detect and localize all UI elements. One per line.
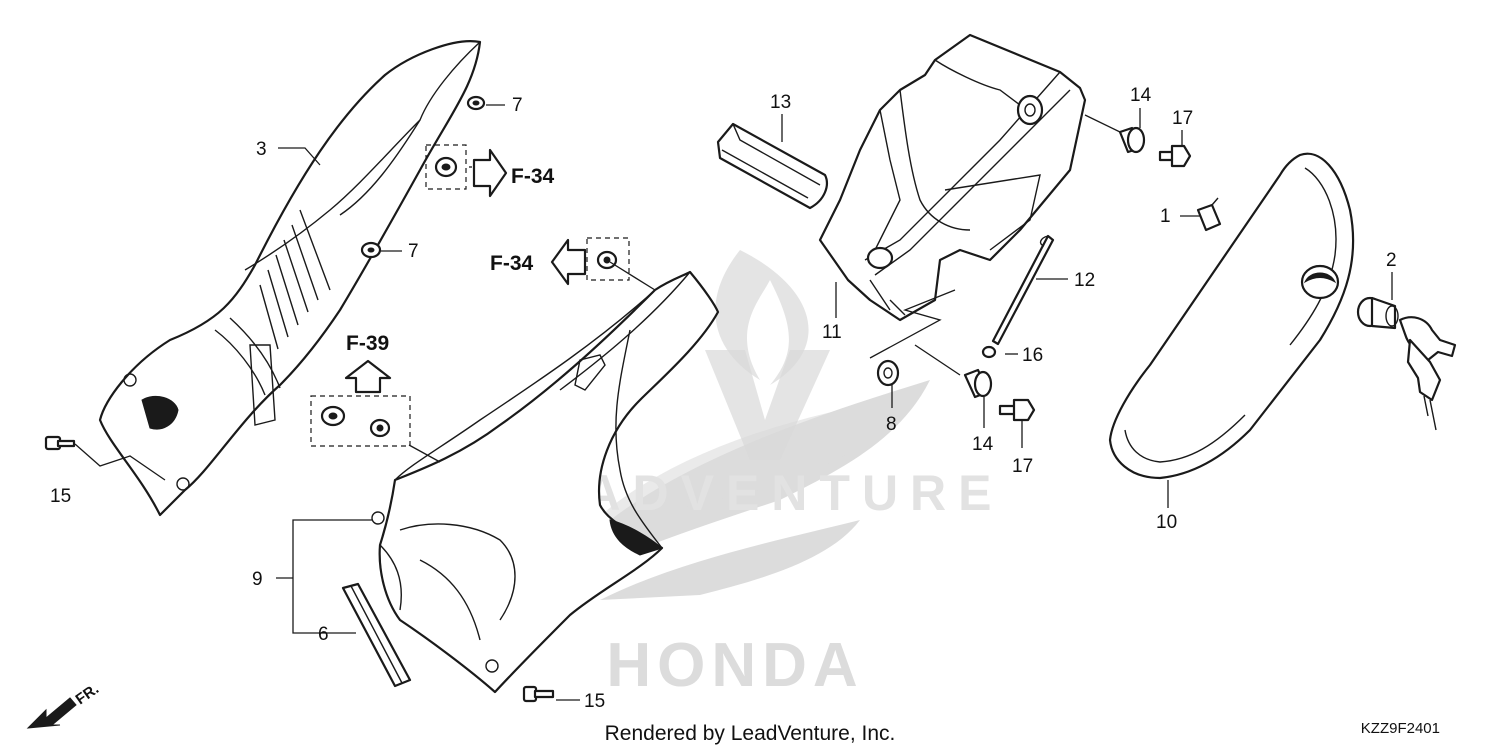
- callout-12[interactable]: 12: [1074, 270, 1095, 291]
- rod-part-12[interactable]: [991, 234, 1055, 346]
- section-ref-f34-right: F-34: [511, 165, 555, 188]
- callout-16[interactable]: 16: [1022, 345, 1043, 366]
- callout-11[interactable]: 11: [822, 322, 842, 343]
- section-arrow-f34-left[interactable]: F-34: [490, 238, 587, 286]
- callout-7-mid[interactable]: 7: [408, 241, 419, 262]
- section-arrow-f34-right[interactable]: F-34: [472, 148, 555, 198]
- front-arrow-icon: [26, 697, 77, 729]
- callout-2[interactable]: 2: [1386, 250, 1397, 271]
- grommet-box-f34-left: [586, 237, 630, 281]
- leadventure-logo-watermark: [705, 250, 830, 460]
- callout-numbers: 1 2 3 6 7 7 8 9 10 11 12 13 14 14 15 15 …: [50, 85, 1397, 712]
- callout-10[interactable]: 10: [1156, 512, 1177, 533]
- section-ref-f39: F-39: [346, 332, 389, 355]
- callout-17-top[interactable]: 17: [1172, 108, 1193, 129]
- rubber-pad-part-13[interactable]: [716, 122, 828, 210]
- collar-part-14-top[interactable]: [1118, 126, 1146, 154]
- grommet-box-f34-right: [425, 144, 467, 190]
- side-cover-panel-part-10[interactable]: [1108, 152, 1355, 480]
- rubber-strip-part-6[interactable]: [341, 582, 412, 688]
- spring-clip-part-1[interactable]: [1196, 197, 1222, 232]
- bolt-part-17-top[interactable]: [1158, 144, 1192, 168]
- grommet-box-f39: [310, 395, 411, 447]
- diagram-code: KZZ9F2401: [1361, 720, 1440, 737]
- callout-8[interactable]: 8: [886, 414, 897, 435]
- callout-14-bottom[interactable]: 14: [972, 434, 994, 455]
- lock-cylinder-part-2[interactable]: [1356, 296, 1457, 431]
- leader-lines: [74, 104, 1393, 701]
- section-ref-f34-left: F-34: [490, 252, 534, 275]
- clip-part-16[interactable]: [981, 345, 997, 359]
- callout-17-bottom[interactable]: 17: [1012, 456, 1033, 477]
- storage-box-part-11[interactable]: [818, 33, 1087, 322]
- front-direction-indicator: FR.: [26, 680, 103, 729]
- callout-3[interactable]: 3: [256, 139, 267, 160]
- callout-15-left[interactable]: 15: [50, 486, 71, 507]
- left-side-cover-part-3[interactable]: [98, 40, 482, 517]
- front-direction-label: FR.: [73, 680, 103, 708]
- callout-6[interactable]: 6: [318, 624, 329, 645]
- screw-part-15-bottom[interactable]: [522, 685, 555, 703]
- callout-7-top[interactable]: 7: [512, 95, 523, 116]
- honda-wing-watermark: [565, 380, 930, 600]
- grommet-part-8[interactable]: [876, 359, 900, 387]
- collar-part-14-bottom[interactable]: [963, 368, 993, 399]
- honda-watermark-text: HONDA: [606, 631, 863, 700]
- callout-13[interactable]: 13: [770, 92, 791, 113]
- callout-9[interactable]: 9: [252, 569, 263, 590]
- callout-1[interactable]: 1: [1160, 206, 1171, 227]
- section-arrow-f39[interactable]: F-39: [344, 332, 392, 394]
- footer-credit: Rendered by LeadVenture, Inc.: [605, 722, 896, 745]
- grommet-part-7-top[interactable]: [466, 95, 486, 111]
- bolt-part-17-bottom[interactable]: [998, 398, 1036, 422]
- right-side-cover-part-9[interactable]: [371, 270, 720, 694]
- callout-14-top[interactable]: 14: [1130, 85, 1152, 106]
- callout-15-bottom[interactable]: 15: [584, 691, 605, 712]
- screw-part-15-left[interactable]: [44, 435, 76, 451]
- grommet-part-7-mid[interactable]: [360, 241, 382, 259]
